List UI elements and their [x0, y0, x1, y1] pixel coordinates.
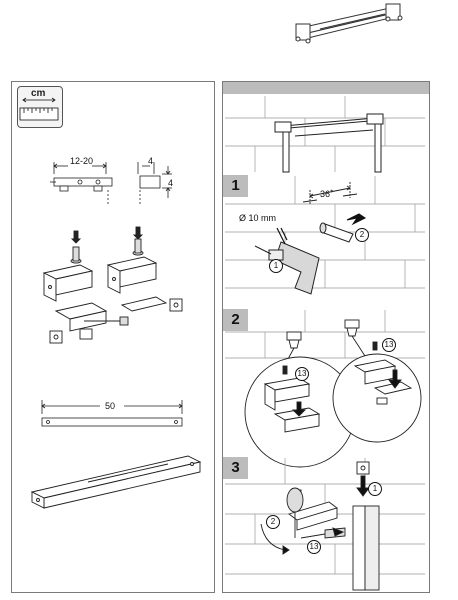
step-1-drilling-illustration [225, 176, 425, 295]
step-3-callout-13: 13 [307, 540, 321, 554]
step-3-rail-attach-illustration [225, 458, 425, 591]
step-2-callout-13-left: 13 [295, 367, 309, 381]
step-2-callout-13-right: 13 [382, 338, 396, 352]
rail-perspective-drawing [30, 455, 202, 509]
step-3-callout-1: 1 [368, 482, 382, 496]
dimension-spacing-value: 36 [320, 189, 331, 199]
bracket-parts-exploded [42, 226, 183, 344]
step-3-callout-2: 2 [266, 515, 280, 529]
step-1-callout-1: 1 [269, 259, 283, 273]
header-bar [223, 82, 429, 94]
step-2-bracket-mount-illustration [225, 310, 425, 468]
frame-on-wall-illustration [225, 96, 425, 173]
drill-diameter-label: Ø 10 mm [239, 213, 277, 223]
frame-assembly-illustration [295, 3, 403, 44]
step-2-number: 2 [223, 309, 248, 331]
ruler-icon [19, 97, 59, 121]
step-3-number: 3 [223, 457, 248, 479]
dimension-depth-top: 4 [148, 156, 154, 166]
dimension-rail-length: 50 [105, 401, 116, 411]
unit-badge-label: cm [31, 88, 46, 99]
step-1-number: 1 [223, 175, 248, 197]
step-1-callout-2: 2 [355, 228, 369, 242]
dimension-bracket-range: 12-20 [70, 156, 94, 166]
bracket-dimension-drawing [50, 162, 172, 206]
dimension-depth-side: 4 [168, 178, 174, 188]
rail-dimension-drawing [41, 400, 183, 427]
unit-badge: cm [17, 86, 63, 128]
